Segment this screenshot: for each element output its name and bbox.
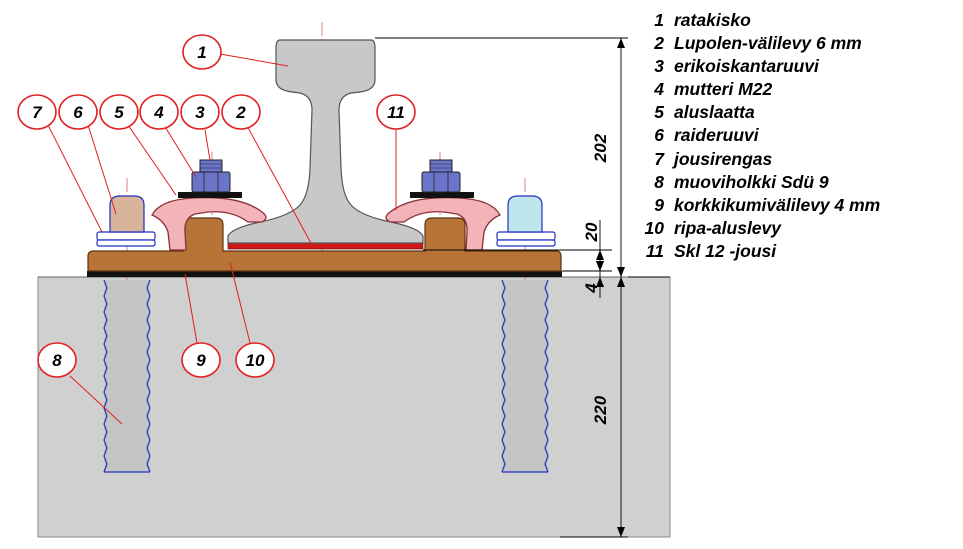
bolt-assembly-left bbox=[178, 159, 242, 198]
callout-4: 4 bbox=[139, 94, 179, 130]
svg-text:3: 3 bbox=[195, 103, 205, 122]
svg-text:2: 2 bbox=[235, 103, 246, 122]
dim-rail-height: 202 bbox=[591, 133, 610, 163]
bolt-assembly-right bbox=[410, 159, 474, 198]
callout-7: 7 bbox=[17, 94, 57, 130]
dimension-lines bbox=[375, 37, 670, 538]
sleeper-screw-right bbox=[496, 195, 556, 247]
dimension-arrows bbox=[596, 38, 625, 537]
svg-text:7: 7 bbox=[32, 103, 43, 122]
svg-text:6: 6 bbox=[73, 103, 83, 122]
dim-sleeper-depth: 220 bbox=[591, 395, 610, 425]
cork-rubber-pad bbox=[87, 271, 562, 277]
svg-text:10: 10 bbox=[246, 351, 265, 370]
callout-5: 5 bbox=[99, 94, 139, 130]
ribbed-base-plate bbox=[87, 217, 562, 272]
svg-text:8: 8 bbox=[52, 351, 62, 370]
sleeper-screw-left bbox=[96, 195, 156, 247]
svg-text:1: 1 bbox=[197, 43, 206, 62]
callout-10: 10 bbox=[235, 342, 275, 378]
callout-3: 3 bbox=[180, 94, 220, 130]
dim-plate-thickness: 20 bbox=[582, 222, 601, 242]
callout-9: 9 bbox=[181, 342, 221, 378]
dim-pad-thickness: 4 bbox=[582, 283, 601, 294]
svg-text:5: 5 bbox=[114, 103, 124, 122]
rail bbox=[227, 39, 424, 244]
svg-text:9: 9 bbox=[196, 351, 206, 370]
callout-8: 8 bbox=[37, 342, 77, 378]
callout-2: 2 bbox=[221, 94, 261, 130]
svg-text:11: 11 bbox=[387, 103, 405, 122]
svg-text:4: 4 bbox=[153, 103, 164, 122]
callout-6: 6 bbox=[58, 94, 98, 130]
callout-1: 1 bbox=[182, 34, 222, 70]
callout-11: 11 bbox=[376, 94, 416, 130]
dowel-right bbox=[501, 279, 549, 473]
lupolen-pad bbox=[227, 242, 424, 250]
leader-lines bbox=[47, 53, 397, 425]
dowel-left bbox=[103, 279, 151, 473]
